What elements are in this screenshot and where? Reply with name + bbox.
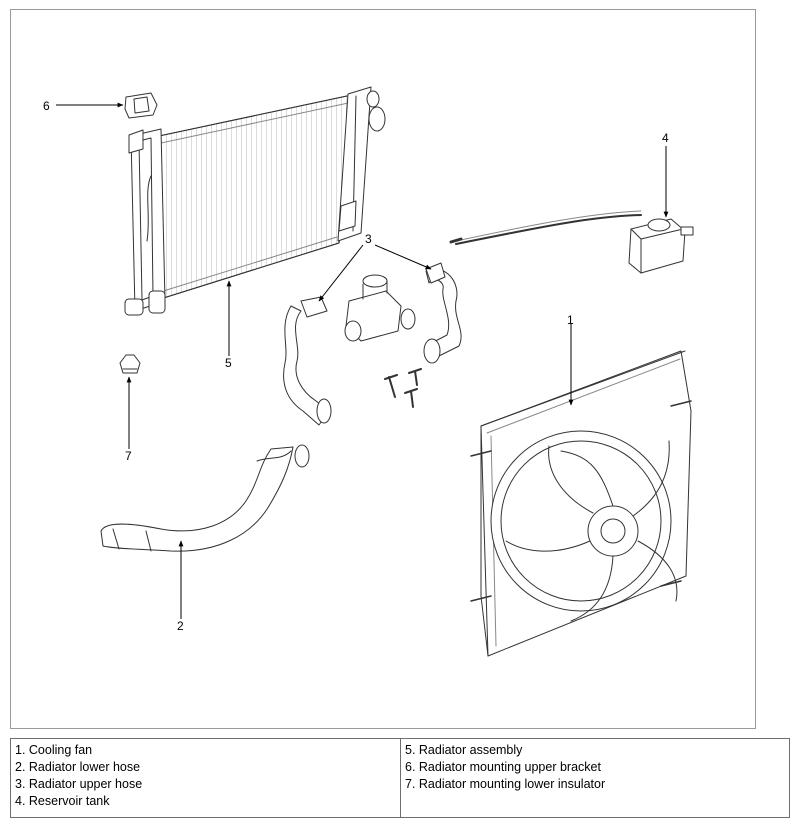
legend-item: 3. Radiator upper hose [15, 777, 143, 791]
parts-legend-table: 1. Cooling fan 2. Radiator lower hose 3.… [10, 738, 790, 818]
callout-1: 1 [567, 313, 574, 327]
callout-4: 4 [662, 131, 669, 145]
radiator-assembly [124, 86, 386, 316]
reservoir-tank [449, 210, 694, 274]
legend-item: 6. Radiator mounting upper bracket [405, 760, 601, 774]
cooling-fan [470, 350, 692, 657]
legend-column-right: 5. Radiator assembly 6. Radiator mountin… [400, 739, 789, 817]
leader-lines [56, 102, 669, 619]
radiator-upper-bracket [124, 92, 158, 119]
legend-item: 2. Radiator lower hose [15, 760, 141, 774]
callout-5: 5 [225, 356, 232, 370]
callout-3: 3 [365, 232, 372, 246]
callout-7: 7 [125, 449, 132, 463]
radiator-lower-insulator [119, 354, 141, 374]
radiator-lower-hose [100, 444, 310, 552]
callout-2: 2 [177, 619, 184, 633]
exploded-view-figure: 6 5 7 4 1 2 3 [10, 9, 756, 729]
legend-column-left: 1. Cooling fan 2. Radiator lower hose 3.… [11, 739, 400, 817]
radiator-upper-hose [283, 262, 462, 426]
legend-item: 7. Radiator mounting lower insulator [405, 777, 606, 791]
legend-item: 1. Cooling fan [15, 743, 93, 757]
legend-item: 5. Radiator assembly [405, 743, 523, 757]
legend-item: 4. Reservoir tank [15, 794, 110, 808]
callout-6: 6 [43, 99, 50, 113]
